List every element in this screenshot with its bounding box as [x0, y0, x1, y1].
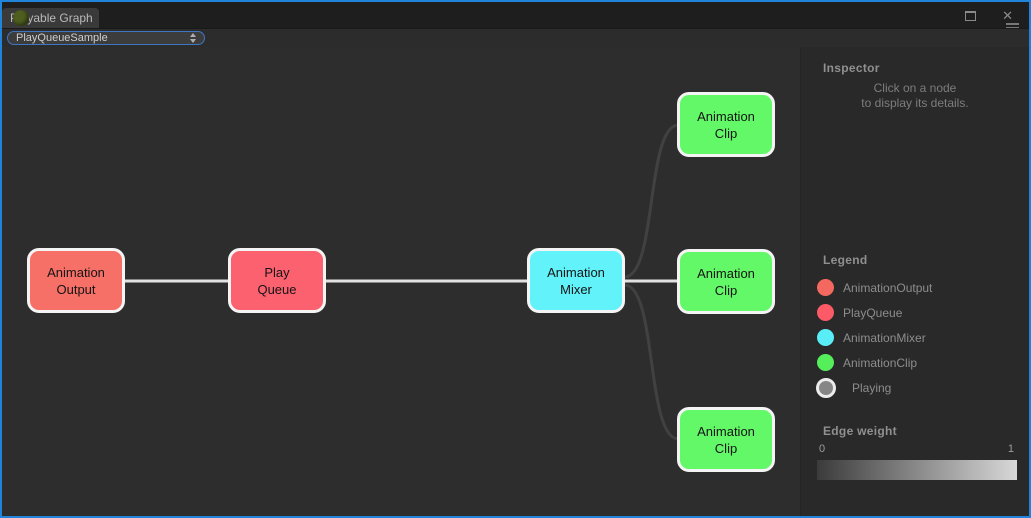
graph-node-animation-output[interactable]: Animation Output	[27, 248, 125, 313]
edge-weight-min: 0	[819, 443, 826, 455]
graph-node-play-queue[interactable]: Play Queue	[228, 248, 326, 313]
dropdown-updown-icon	[190, 33, 196, 43]
legend-dot-AnimationMixer	[817, 329, 834, 346]
graph-selector-value: PlayQueueSample	[16, 32, 108, 44]
inspector-panel: Inspector Click on a node to display its…	[800, 47, 1029, 516]
graph-node-animation-clip-2[interactable]: Animation Clip	[677, 249, 775, 314]
edge-weight-max: 1	[1007, 443, 1014, 455]
graph-node-animation-mixer[interactable]: Animation Mixer	[527, 248, 625, 313]
status-dot-icon	[13, 10, 29, 26]
inspector-title: Inspector	[823, 61, 880, 75]
graph-node-animation-clip-3[interactable]: Animation Clip	[677, 407, 775, 472]
legend-dot-AnimationClip	[817, 354, 834, 371]
graph-edge-mixer-to-clip-top	[624, 123, 679, 279]
legend-item-AnimationOutput: AnimationOutput	[817, 275, 1019, 300]
legend-item-AnimationMixer: AnimationMixer	[817, 325, 1019, 350]
legend-dot-PlayQueue	[817, 304, 834, 321]
maximize-icon[interactable]	[965, 10, 977, 21]
legend-label: PlayQueue	[843, 305, 903, 320]
graph-canvas[interactable]: Animation Output Play Queue Animation Mixe…	[2, 47, 800, 516]
inspector-hint: Click on a node to display its details.	[861, 81, 969, 110]
legend-item-Playing: Playing	[816, 375, 1019, 400]
title-bar: Playable Graph ✕	[2, 2, 1029, 36]
legend-dot-AnimationOutput	[817, 279, 834, 296]
legend-item-AnimationClip: AnimationClip	[817, 350, 1019, 375]
legend-label: AnimationMixer	[843, 330, 926, 345]
main-area: Animation Output Play Queue Animation Mixe…	[2, 47, 1029, 516]
legend-dot-Playing	[816, 377, 836, 398]
legend-label: Playing	[852, 380, 892, 395]
toolbar: PlayQueueSample	[2, 28, 1029, 47]
legend-label: AnimationOutput	[843, 280, 933, 295]
legend-title: Legend	[823, 253, 868, 267]
window-controls: ✕	[965, 8, 1013, 23]
edge-weight-scale: 0 1	[819, 443, 1014, 455]
tab-label: Playable Graph	[10, 11, 93, 25]
legend-label: AnimationClip	[843, 355, 918, 370]
graph-selector-dropdown[interactable]: PlayQueueSample	[7, 31, 205, 45]
edge-weight-title: Edge weight	[823, 424, 897, 438]
graph-edges	[125, 123, 679, 441]
edge-weight-gradient	[817, 460, 1017, 480]
close-icon[interactable]: ✕	[1002, 8, 1013, 23]
legend-item-PlayQueue: PlayQueue	[817, 300, 1019, 325]
graph-edge-mixer-to-clip-bottom	[624, 283, 679, 441]
graph-node-animation-clip-1[interactable]: Animation Clip	[677, 92, 775, 157]
